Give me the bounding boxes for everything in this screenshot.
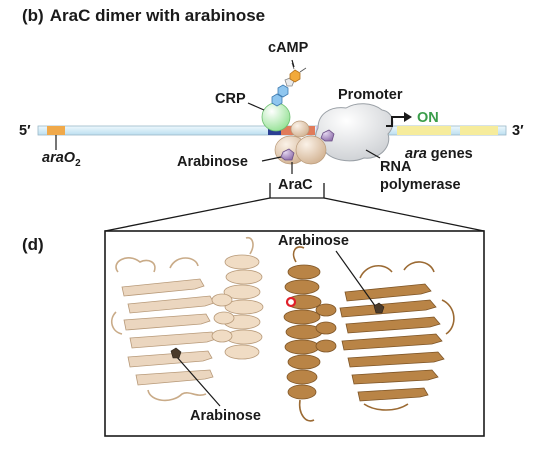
- transcription-arrowhead: [404, 112, 412, 122]
- arac-label: AraC: [278, 177, 313, 193]
- arabinose-struct-label-top: Arabinose: [278, 233, 349, 249]
- arac-bracket: [269, 183, 325, 199]
- arabinose-struct-pointer-bottom: [175, 355, 221, 407]
- arabinose-right: [320, 129, 335, 142]
- crp-protein: [261, 102, 291, 132]
- transcription-arrow: [386, 116, 404, 127]
- arac-helix-left: [211, 236, 264, 360]
- zoom-line-right: [323, 197, 485, 232]
- panel-b-title: AraC dimer with arabinose: [49, 6, 266, 25]
- panel-b-heading: (b) AraC dimer with arabinose: [22, 7, 265, 24]
- crp-pointer: [247, 102, 265, 111]
- ara-gene-1: [397, 126, 451, 135]
- camp-label: cAMP: [268, 40, 309, 56]
- arabinose-struct-ligand-left: [170, 347, 182, 359]
- rna-polymerase-pointer: [365, 149, 381, 159]
- five-prime-label: 5′: [19, 123, 31, 139]
- ara-genes-rest: genes: [426, 146, 473, 162]
- arabinose-label-top: Arabinose: [177, 154, 248, 170]
- ara-genes-italic: ara: [405, 146, 427, 162]
- ara-o2-label: araO2: [42, 151, 81, 169]
- on-label: ON: [417, 110, 439, 126]
- arac-subunit-right: [295, 135, 327, 165]
- arac-top-left: [290, 120, 310, 138]
- panel-b-letter: (b): [22, 6, 44, 25]
- arabinose-struct-ligand-right: [373, 302, 385, 314]
- panel-d-letter: (d): [22, 235, 44, 254]
- ara-gene-2: [460, 126, 498, 135]
- camp-pointer: [291, 59, 295, 68]
- arabinose-pointer-top: [261, 156, 282, 162]
- crp-label: CRP: [215, 91, 246, 107]
- arac-monomer-right: [339, 261, 455, 411]
- ara-genes-label: ara genes: [405, 147, 473, 162]
- ara-o2-subscript: 2: [75, 157, 81, 169]
- three-prime-label: 3′: [512, 123, 524, 139]
- rna-polymerase-label-line1: RNA: [380, 159, 412, 175]
- ara-o2-main: araO: [42, 150, 76, 166]
- promoter-label: Promoter: [338, 87, 403, 103]
- camp-molecule: [271, 62, 307, 107]
- arac-monomer-left: [110, 257, 217, 402]
- arabinose-struct-label-bottom: Arabinose: [190, 408, 261, 424]
- zoom-line-left: [104, 197, 271, 232]
- ara-o2-site: [47, 126, 65, 135]
- red-marker: [285, 296, 297, 308]
- rna-polymerase-label-line2: polymerase: [380, 177, 461, 193]
- arac-helix-right: [283, 246, 337, 422]
- arabinose-struct-pointer-top: [335, 250, 379, 311]
